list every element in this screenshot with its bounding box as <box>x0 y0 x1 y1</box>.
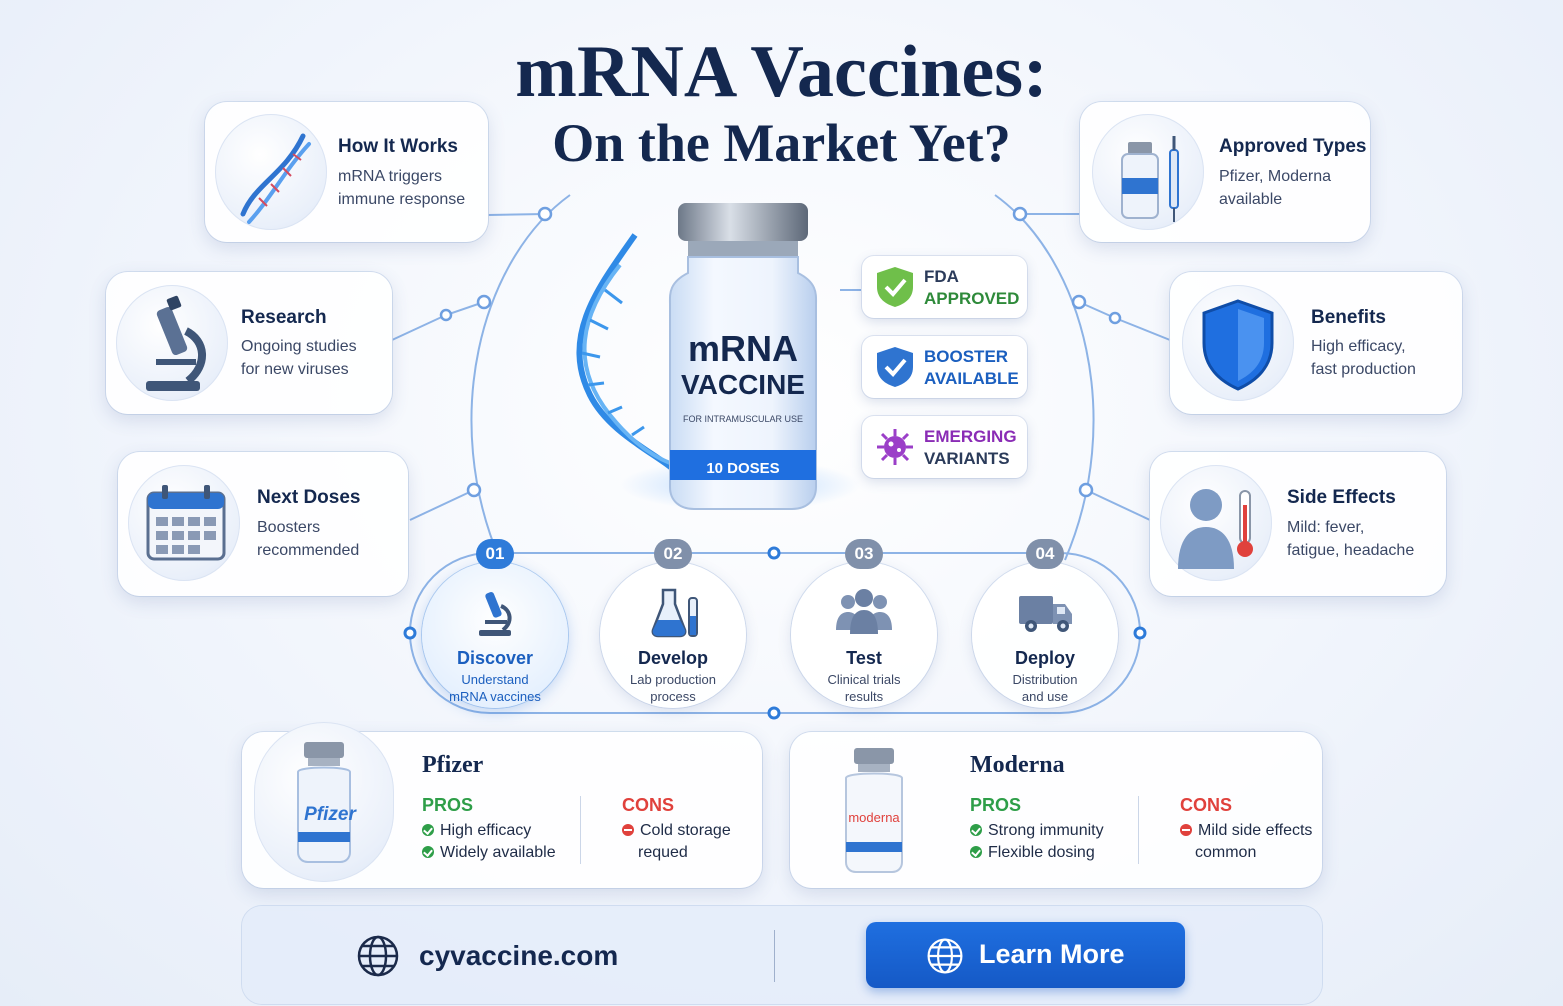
brand-card-pfizer: Pfizer Pfizer PROS High efficacy Widely … <box>242 722 762 888</box>
card-title: How It Works <box>338 136 458 157</box>
microscope-icon <box>116 285 228 401</box>
footer-divider <box>774 930 775 982</box>
shield-check-icon <box>877 267 913 307</box>
card-approved-types: Approved Types Pfizer, Moderna available <box>1080 102 1370 242</box>
dna-icon <box>215 114 327 230</box>
pros-item: Widely available <box>422 844 556 862</box>
shield-icon <box>1182 285 1294 401</box>
card-title: Side Effects <box>1287 487 1396 508</box>
card-desc: Pfizer, Moderna available <box>1219 168 1332 208</box>
pros-heading: PROS <box>970 795 1022 815</box>
card-title: Approved Types <box>1219 136 1367 157</box>
badge-fda-approved: FDA APPROVED <box>862 256 1027 318</box>
card-title: Benefits <box>1311 307 1386 328</box>
page-title: mRNA Vaccines: <box>515 31 1048 113</box>
step-number: 01 <box>476 539 514 569</box>
card-desc: Boosters recommended <box>257 519 360 559</box>
cons-item: Cold storage <box>622 822 731 840</box>
pros-item: High efficacy <box>422 822 531 840</box>
brand-name: Pfizer <box>422 752 484 778</box>
step-desc: Distribution and use <box>1012 672 1078 704</box>
truck-icon <box>1019 596 1072 632</box>
card-research: Research Ongoing studies for new viruses <box>106 272 392 414</box>
step-title: Deploy <box>1014 648 1075 668</box>
shield-check-blue-icon <box>877 347 913 387</box>
vial-usage: FOR INTRAMUSCULAR USE <box>682 414 803 424</box>
website-link[interactable]: cyvaccine.com <box>419 940 619 971</box>
minus-icon <box>622 824 634 836</box>
vial-label-line2: VACCINE <box>681 369 805 400</box>
step-title: Discover <box>456 648 534 668</box>
calendar-icon <box>128 465 240 581</box>
step-title: Develop <box>637 648 709 668</box>
step-develop[interactable]: Develop Lab production process <box>600 562 746 708</box>
card-desc: Mild: fever, fatigue, headache <box>1287 519 1415 559</box>
badge-line2: VARIANTS <box>924 449 1010 468</box>
step-number: 03 <box>845 539 883 569</box>
learn-more-label: Learn More <box>979 939 1125 969</box>
badge-line1: FDA <box>924 267 959 286</box>
flask-icon <box>651 588 698 638</box>
step-title: Test <box>846 648 882 668</box>
card-how-it-works: How It Works mRNA triggers immune respon… <box>205 102 488 242</box>
moderna-vial-icon <box>800 738 948 884</box>
cons-heading: CONS <box>1180 795 1233 815</box>
check-icon <box>970 846 982 858</box>
check-icon <box>422 846 434 858</box>
cons-item-continued: common <box>1195 844 1257 861</box>
vial-brand-label: moderna <box>848 810 900 825</box>
pros-item: Flexible dosing <box>970 844 1095 862</box>
globe-icon <box>927 938 963 974</box>
check-icon <box>970 824 982 836</box>
vial-brand-label: Pfizer <box>304 804 356 825</box>
learn-more-button[interactable]: Learn More <box>866 922 1185 988</box>
step-number: 02 <box>654 539 692 569</box>
pfizer-vial-icon <box>254 722 394 882</box>
vaccine-vial-illustration <box>576 203 860 511</box>
step-discover[interactable]: Discover Understand mRNA vaccines <box>422 562 568 708</box>
cons-heading: CONS <box>622 795 675 815</box>
page-subtitle: On the Market Yet? <box>552 113 1011 173</box>
step-desc: Lab production process <box>629 672 716 704</box>
brand-card-moderna: moderna Moderna PROS Strong immunity Fle… <box>790 732 1322 888</box>
minus-icon <box>1180 824 1192 836</box>
cons-item: Mild side effects <box>1180 822 1312 840</box>
card-desc: mRNA triggers immune response <box>338 168 466 208</box>
badge-emerging-variants: EMERGING VARIANTS <box>862 416 1027 478</box>
check-icon <box>422 824 434 836</box>
divider <box>1138 796 1139 864</box>
card-title: Next Doses <box>257 487 361 508</box>
vial-syringe-icon <box>1092 114 1204 230</box>
card-benefits: Benefits High efficacy, fast production <box>1170 272 1462 414</box>
vial-doses: 10 DOSES <box>706 460 780 477</box>
card-next-doses: Next Doses Boosters recommended <box>118 452 408 596</box>
badge-booster-available: BOOSTER AVAILABLE <box>862 336 1027 398</box>
badge-line1: BOOSTER <box>924 347 1009 366</box>
badge-line1: EMERGING <box>924 427 1017 446</box>
card-desc: High efficacy, fast production <box>1311 338 1416 378</box>
divider <box>580 796 581 864</box>
badge-line2: AVAILABLE <box>924 369 1019 388</box>
cons-item-continued: requed <box>638 844 688 861</box>
brand-name: Moderna <box>970 752 1065 778</box>
vial-label-line1: mRNA <box>687 328 798 369</box>
globe-icon <box>357 935 399 977</box>
step-desc: Understand mRNA vaccines <box>449 672 541 704</box>
virus-icon <box>877 429 913 465</box>
person-thermometer-icon <box>1160 465 1272 581</box>
badge-line2: APPROVED <box>924 289 1020 308</box>
pros-item: Strong immunity <box>970 822 1104 840</box>
people-icon <box>836 589 892 634</box>
step-deploy[interactable]: Deploy Distribution and use <box>972 562 1118 708</box>
pros-heading: PROS <box>422 795 474 815</box>
microscope-icon <box>479 591 512 636</box>
step-desc: Clinical trials results <box>827 672 901 704</box>
card-side-effects: Side Effects Mild: fever, fatigue, heada… <box>1150 452 1446 596</box>
card-title: Research <box>241 307 327 328</box>
card-desc: Ongoing studies for new viruses <box>241 338 357 378</box>
step-test[interactable]: Test Clinical trials results <box>791 562 937 708</box>
step-number: 04 <box>1026 539 1064 569</box>
